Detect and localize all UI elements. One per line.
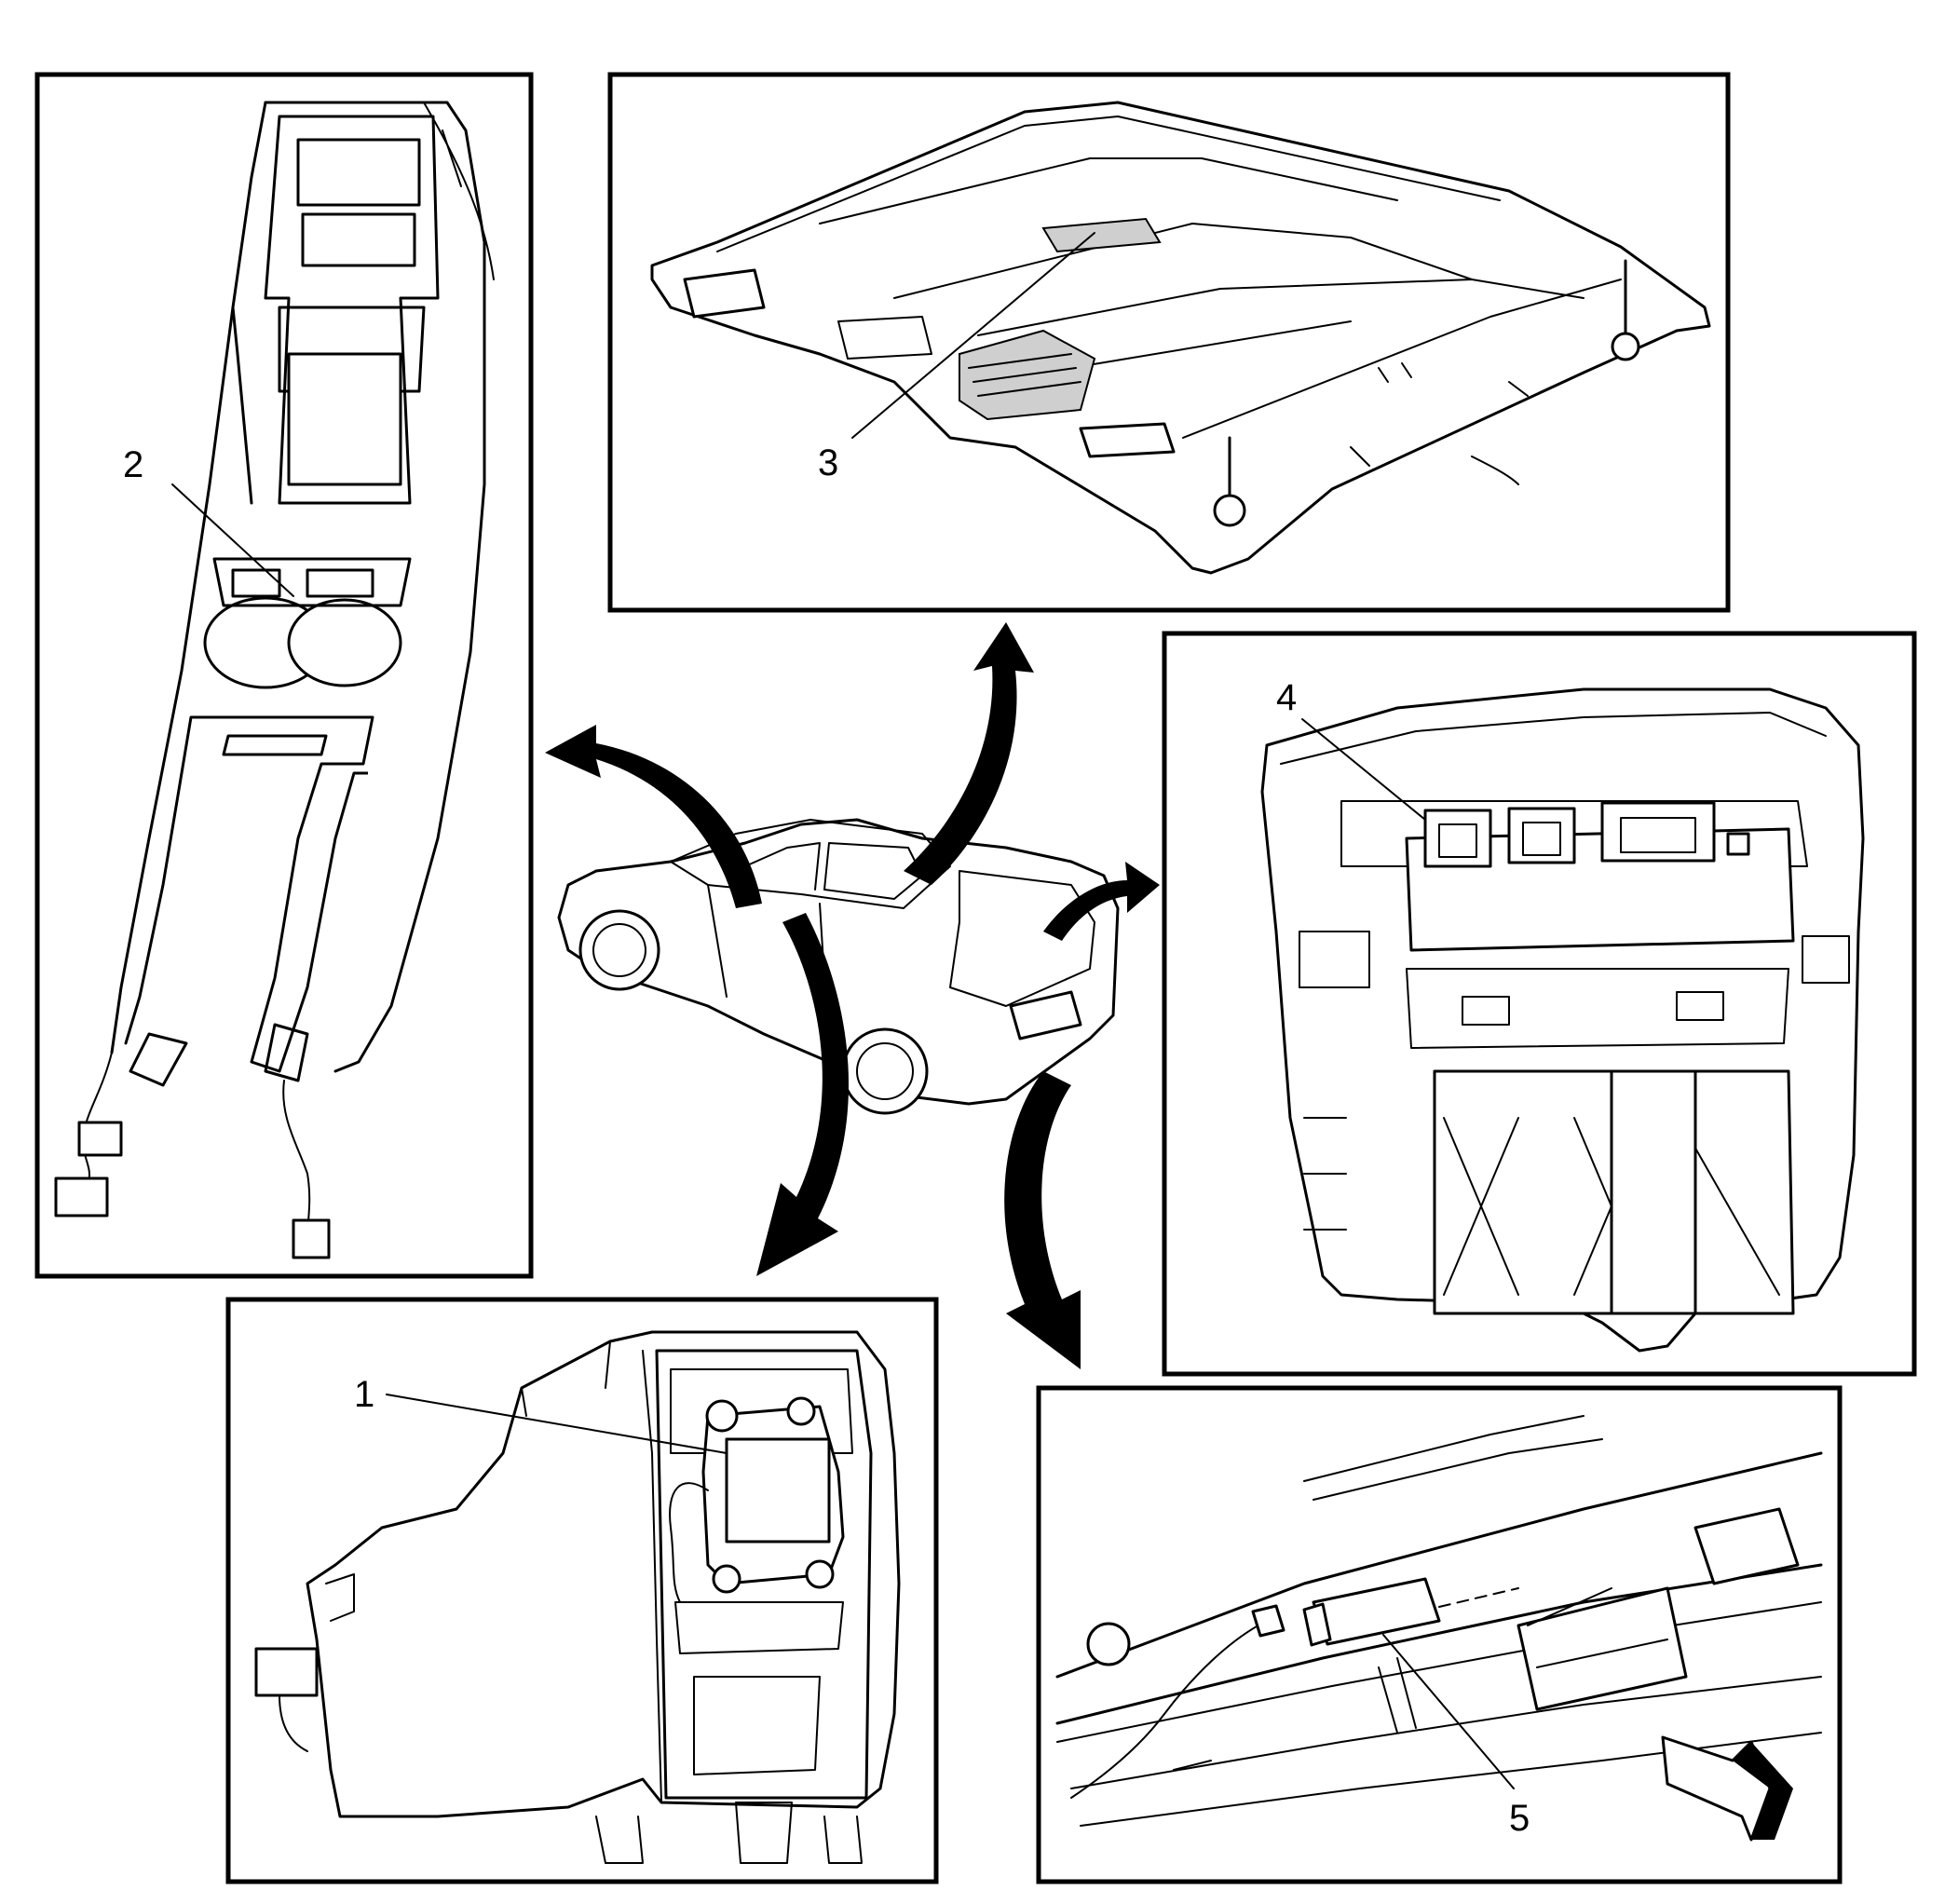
panel-headliner: 3 [607,72,1731,613]
panel-center-console: 2 [34,72,534,1279]
callout-1: 1 [354,1374,374,1415]
vehicle-drawing [557,818,1120,1115]
front-direction-arrow-icon [1661,1735,1793,1842]
callout-2: 2 [123,444,143,485]
callout-3: 3 [818,442,838,483]
panel-overhead-console: 4 [1162,631,1917,1377]
rocker-sensor-drawing [1055,1415,1823,1827]
leader-line-2 [171,483,294,597]
callout-4: 4 [1276,677,1297,718]
leader-line-1 [386,1394,728,1454]
leader-line-3 [851,232,1095,439]
leader-line-5 [1382,1634,1515,1789]
floor-console-drawing [254,1330,901,1864]
panel-floor-console: 1 [225,1297,939,1884]
center-console-drawing [54,101,495,1259]
curved-arrow-icon [545,622,1160,1369]
panel-rocker-sensor: 5 [1036,1385,1843,1884]
callout-5: 5 [1509,1798,1530,1839]
headliner-drawing [650,101,1711,575]
leader-line-4 [1301,718,1426,821]
overhead-console-drawing [1260,687,1865,1353]
